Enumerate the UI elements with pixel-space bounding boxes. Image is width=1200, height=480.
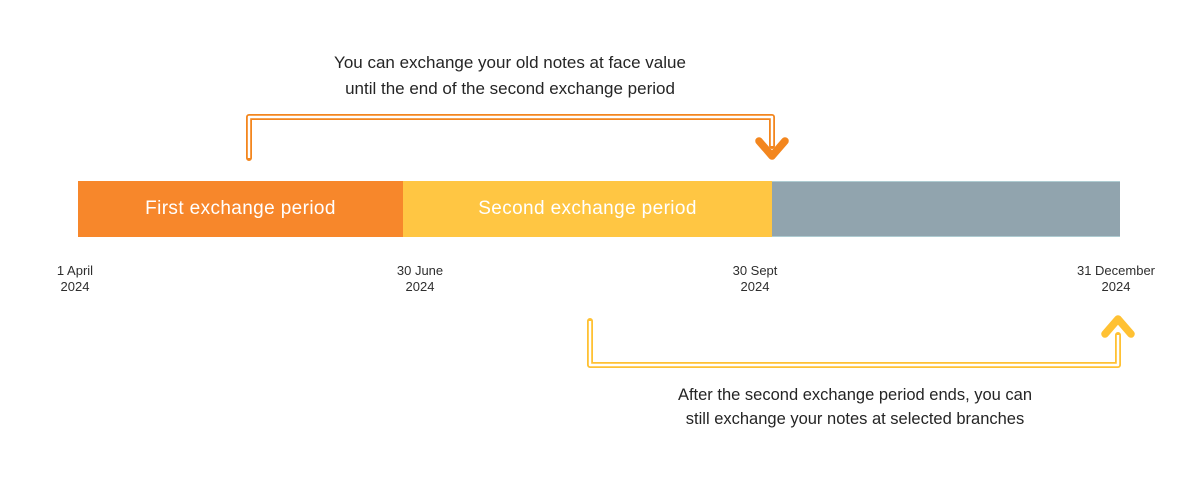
tick-second-end-line2: 2024 (740, 279, 770, 295)
tick-second-end-line1: 30 Sept (732, 263, 778, 278)
remaining-period-segment (772, 181, 1120, 237)
bottom-range-arrow (587, 315, 1135, 368)
arrow-down-icon (755, 137, 789, 160)
tick-first-end-line1: 30 June (396, 263, 444, 278)
top-annotation: You can exchange your old notes at face … (334, 50, 686, 101)
tick-label-first-end: 30 June 2024 (397, 263, 443, 296)
tick-first-end-line2: 2024 (405, 279, 435, 295)
second-exchange-period-label: Second exchange period (478, 198, 697, 219)
tick-deadline-line2: 2024 (1101, 279, 1131, 295)
tick-label-second-end: 30 Sept 2024 (733, 263, 778, 296)
bottom-annotation-line2: still exchange your notes at selected br… (685, 409, 1025, 428)
first-exchange-period-segment: First exchange period (78, 181, 403, 237)
tick-start-line1: 1 April (56, 263, 94, 278)
second-exchange-period-segment: Second exchange period (403, 181, 772, 237)
bottom-annotation: After the second exchange period ends, y… (678, 384, 1032, 432)
tick-deadline-line1: 31 December (1076, 263, 1156, 278)
top-annotation-line1: You can exchange your old notes at face … (334, 53, 686, 72)
bottom-annotation-line1: After the second exchange period ends, y… (677, 386, 1033, 404)
tick-label-deadline: 31 December 2024 (1077, 263, 1155, 296)
tick-label-start: 1 April 2024 (57, 263, 93, 296)
arrow-up-icon (1101, 315, 1135, 338)
tick-start-line2: 2024 (60, 279, 90, 295)
first-exchange-period-label: First exchange period (145, 198, 336, 219)
top-annotation-line2: until the end of the second exchange per… (345, 78, 675, 98)
top-range-arrow (246, 114, 789, 161)
